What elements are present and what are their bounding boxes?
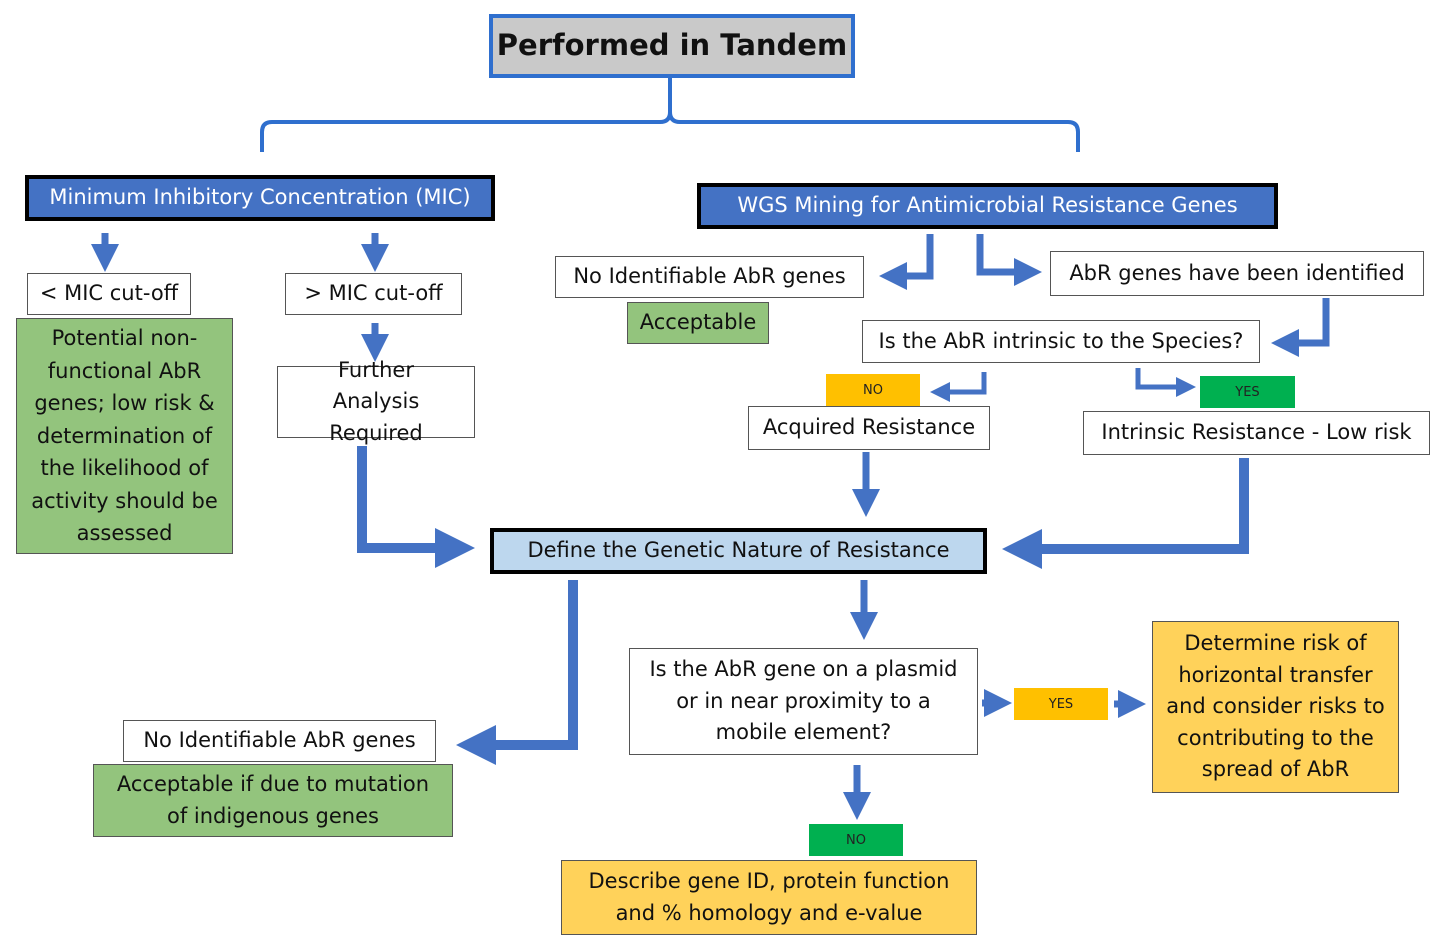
mic-header: Minimum Inhibitory Concentration (MIC) xyxy=(25,175,495,221)
acquired-resistance-box: Acquired Resistance xyxy=(748,406,990,450)
wgs-genes-identified: AbR genes have been identified xyxy=(1050,251,1424,296)
mic-below-cutoff: < MIC cut-off xyxy=(27,273,191,315)
plasmid-no-badge: NO xyxy=(809,824,903,856)
intrinsic-yes-badge: YES xyxy=(1200,376,1295,408)
arrow-wgs-none xyxy=(879,234,934,290)
tandem-bracket xyxy=(260,78,1080,152)
mic-below-note: Potential non-functional AbR genes; low … xyxy=(16,318,233,554)
plasmid-question: Is the AbR gene on a plasmid or in near … xyxy=(629,648,978,755)
arrow-intrinsic-define xyxy=(1002,458,1249,569)
arrow-wgs-identified xyxy=(976,234,1042,286)
wgs-header: WGS Mining for Antimicrobial Resistance … xyxy=(697,183,1278,229)
arrow-further-define xyxy=(357,446,475,568)
horizontal-transfer-risk-box: Determine risk of horizontal transfer an… xyxy=(1152,621,1399,793)
mic-above-cutoff: > MIC cut-off xyxy=(285,273,462,315)
arrow-identified-question xyxy=(1271,298,1330,357)
further-analysis-box: Further Analysis Required xyxy=(277,358,475,445)
bottom-no-genes: No Identifiable AbR genes xyxy=(123,720,436,762)
intrinsic-no-badge: NO xyxy=(826,374,920,406)
diagram-title: Performed in Tandem xyxy=(489,14,855,78)
wgs-acceptable: Acceptable xyxy=(627,302,769,344)
wgs-no-genes: No Identifiable AbR genes xyxy=(555,256,864,298)
describe-gene-box: Describe gene ID, protein function and %… xyxy=(561,860,977,935)
arrow-define-bottom xyxy=(456,580,578,765)
arrow-question-yes xyxy=(1135,368,1196,397)
bottom-acceptable-mutation: Acceptable if due to mutation of indigen… xyxy=(93,764,453,837)
define-genetic-nature: Define the Genetic Nature of Resistance xyxy=(490,528,987,574)
flow-arrows xyxy=(91,233,1330,820)
arrow-question-no xyxy=(930,372,987,402)
intrinsic-question: Is the AbR intrinsic to the Species? xyxy=(862,320,1260,363)
intrinsic-resistance-box: Intrinsic Resistance - Low risk xyxy=(1083,411,1430,455)
plasmid-yes-badge: YES xyxy=(1014,688,1108,720)
